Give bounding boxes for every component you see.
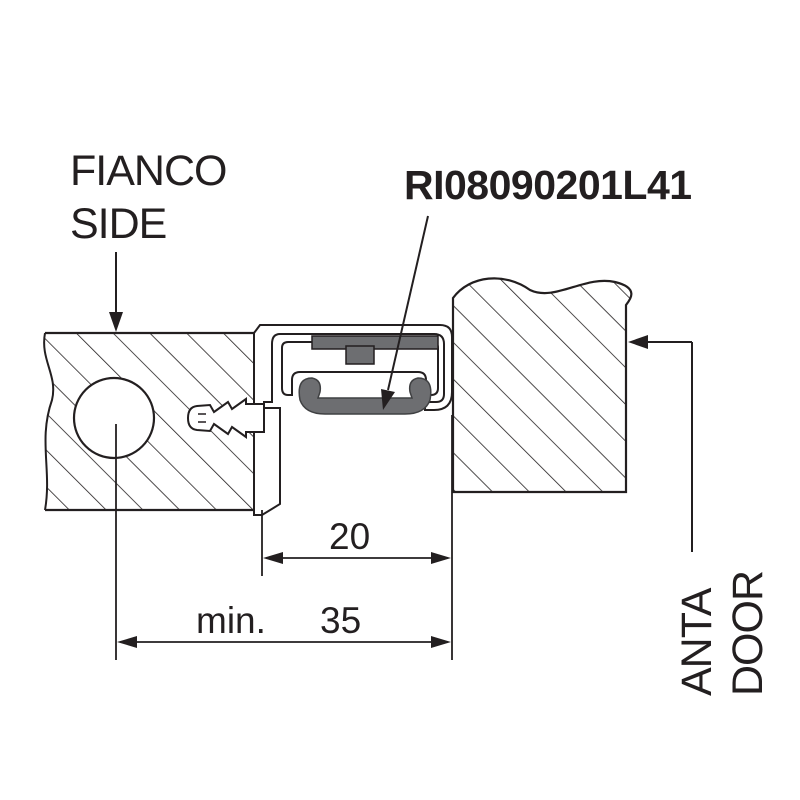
part-code-label: RI08090201L41 — [404, 162, 692, 208]
outer-dimension-value: 35 — [320, 600, 362, 641]
dowel-hole — [72, 376, 156, 460]
leader-lines — [109, 215, 693, 552]
inner-dimension-value: 20 — [329, 516, 371, 557]
side-label-it: FIANCO — [70, 147, 227, 195]
side-label-en: SIDE — [70, 200, 167, 248]
outer-dimension-prefix: min. — [196, 600, 266, 641]
fixing-tongue — [186, 397, 265, 439]
door-label-it: ANTA — [673, 588, 721, 697]
seal-gasket — [298, 335, 439, 415]
dimension-lines — [115, 415, 453, 660]
door-panel — [451, 277, 633, 494]
aluminium-profile — [186, 324, 453, 516]
door-label-en: DOOR — [724, 571, 772, 696]
